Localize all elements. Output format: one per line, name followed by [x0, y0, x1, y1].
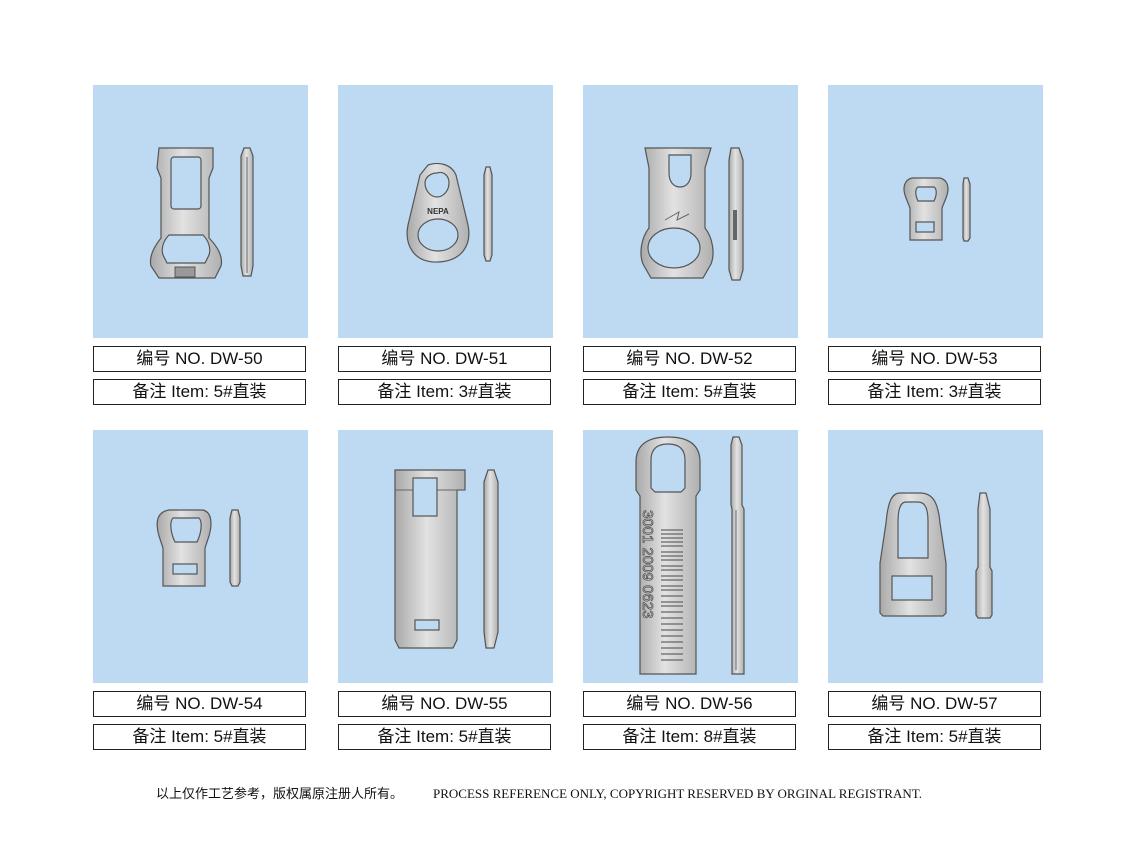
product-image-dw-53 — [828, 85, 1043, 338]
item-note-label: 备注 Item: 3#直装 — [338, 379, 551, 405]
item-note-label: 备注 Item: 5#直装 — [828, 724, 1041, 750]
item-note-label: 备注 Item: 5#直装 — [338, 724, 551, 750]
item-number-label: 编号 NO. DW-52 — [583, 346, 796, 372]
item-note-label: 备注 Item: 3#直装 — [828, 379, 1041, 405]
engraving-text: 3001 2009 0623 — [639, 510, 656, 618]
item-number-label: 编号 NO. DW-54 — [93, 691, 306, 717]
footer-english: PROCESS REFERENCE ONLY, COPYRIGHT RESERV… — [433, 786, 922, 801]
item-number-label: 编号 NO. DW-50 — [93, 346, 306, 372]
item-note-label: 备注 Item: 5#直装 — [93, 379, 306, 405]
product-image-dw-55 — [338, 430, 553, 683]
copyright-footer: 以上仅作工艺参考，版权属原注册人所有。 PROCESS REFERENCE ONL… — [156, 783, 922, 802]
product-image-dw-52 — [583, 85, 798, 338]
item-number-label: 编号 NO. DW-57 — [828, 691, 1041, 717]
product-image-dw-50 — [93, 85, 308, 338]
product-image-dw-51: NEPA — [338, 85, 553, 338]
item-note-label: 备注 Item: 5#直装 — [583, 379, 796, 405]
item-note-label: 备注 Item: 5#直装 — [93, 724, 306, 750]
product-image-dw-56: 3001 2009 0623 — [583, 430, 798, 683]
item-number-label: 编号 NO. DW-56 — [583, 691, 796, 717]
engraving-text: NEPA — [427, 207, 449, 216]
item-number-label: 编号 NO. DW-51 — [338, 346, 551, 372]
item-number-label: 编号 NO. DW-55 — [338, 691, 551, 717]
product-image-dw-54 — [93, 430, 308, 683]
item-note-label: 备注 Item: 8#直装 — [583, 724, 796, 750]
item-number-label: 编号 NO. DW-53 — [828, 346, 1041, 372]
product-image-dw-57 — [828, 430, 1043, 683]
footer-chinese: 以上仅作工艺参考，版权属原注册人所有。 — [156, 786, 404, 801]
